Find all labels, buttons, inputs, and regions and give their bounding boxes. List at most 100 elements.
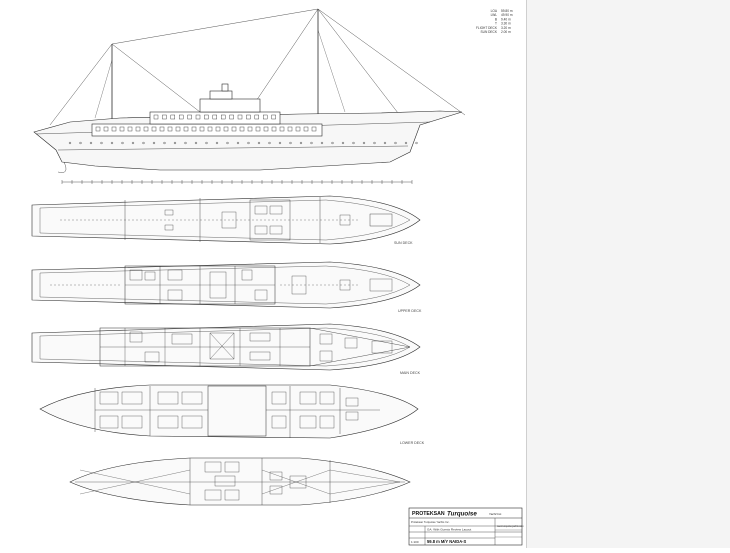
porthole	[215, 141, 219, 145]
porthole	[394, 141, 397, 145]
window	[119, 126, 125, 132]
spec-value: 3.30 m	[501, 22, 511, 26]
window	[311, 126, 317, 132]
porthole	[362, 141, 366, 145]
window	[237, 114, 243, 120]
porthole	[236, 141, 240, 145]
window	[183, 126, 189, 132]
window	[239, 126, 245, 132]
window	[287, 126, 293, 132]
upper-deck-plan	[31, 261, 421, 309]
upper-deck-label: UPPER DECK	[398, 309, 422, 313]
window	[229, 114, 234, 120]
window	[263, 114, 268, 120]
porthole	[131, 141, 135, 145]
porthole	[184, 141, 187, 145]
window	[246, 114, 251, 120]
porthole	[278, 141, 282, 145]
window	[162, 114, 167, 120]
window	[271, 114, 276, 120]
spec-value: 9.40 m	[501, 17, 511, 21]
porthole	[373, 141, 376, 145]
spec-value: 59.80 m	[501, 9, 513, 13]
title-drawing-title: GA: With Guests Review Layout	[427, 528, 471, 532]
window	[143, 126, 149, 132]
porthole	[121, 141, 124, 145]
title-block	[408, 507, 523, 546]
window	[159, 126, 165, 132]
porthole	[404, 141, 408, 145]
porthole	[289, 141, 292, 145]
window	[207, 126, 213, 132]
main-deck-label: MAIN DECK	[400, 371, 421, 375]
porthole	[331, 141, 334, 145]
window	[271, 126, 277, 132]
porthole	[352, 141, 355, 145]
spec-key: LWL	[491, 13, 498, 17]
window	[187, 114, 192, 120]
window	[178, 114, 184, 120]
window	[254, 114, 260, 120]
porthole	[68, 141, 72, 145]
window	[103, 126, 109, 132]
porthole	[247, 141, 250, 145]
sun-deck-label: SUN DECK	[394, 241, 413, 245]
window	[153, 114, 159, 120]
porthole	[79, 141, 82, 145]
window	[167, 126, 173, 132]
window	[220, 114, 226, 120]
window	[135, 126, 141, 132]
window	[295, 126, 301, 132]
spec-key: SUN DECK	[481, 30, 498, 34]
window	[195, 114, 201, 120]
main-deck-plan	[31, 323, 421, 371]
porthole	[299, 141, 303, 145]
window	[151, 126, 157, 132]
spec-key: LOA	[491, 9, 498, 13]
window	[263, 126, 269, 132]
porthole	[205, 141, 208, 145]
title-brand-tag: Yacht Inc.	[489, 512, 502, 516]
title-project: 59.8 m M/Y NAIDA-S	[427, 539, 467, 544]
spec-key: FLIGHT DECK	[476, 26, 498, 30]
title-contact: www.turquoiseyachts.com	[497, 525, 524, 528]
porthole	[415, 141, 418, 145]
lower-deck-label: LOWER DECK	[400, 441, 425, 445]
porthole	[226, 141, 229, 145]
window	[303, 126, 309, 132]
window	[199, 126, 205, 132]
window	[127, 126, 133, 132]
tank-deck-plan	[69, 457, 411, 506]
window	[279, 126, 285, 132]
porthole	[268, 141, 271, 145]
title-brand: Turquoise	[447, 511, 477, 518]
window	[111, 126, 117, 132]
porthole	[310, 141, 313, 145]
spec-value: 3.20 m	[501, 26, 511, 30]
porthole	[89, 141, 93, 145]
window	[95, 126, 101, 132]
porthole	[341, 141, 345, 145]
window	[255, 126, 261, 132]
porthole	[194, 141, 198, 145]
window	[204, 114, 209, 120]
window	[191, 126, 197, 132]
porthole	[173, 141, 177, 145]
spec-value: 49.90 m	[501, 13, 513, 17]
spec-key: B	[495, 17, 497, 21]
window	[175, 126, 181, 132]
window	[212, 114, 218, 120]
porthole	[110, 141, 114, 145]
window	[223, 126, 229, 132]
window	[231, 126, 237, 132]
lower-deck-plan	[39, 384, 419, 439]
porthole	[257, 141, 261, 145]
porthole	[152, 141, 156, 145]
spec-value: 2.00 m	[501, 30, 511, 34]
title-address: Proteksan Turquoise Yachts Inc.	[411, 520, 450, 524]
porthole	[142, 141, 145, 145]
